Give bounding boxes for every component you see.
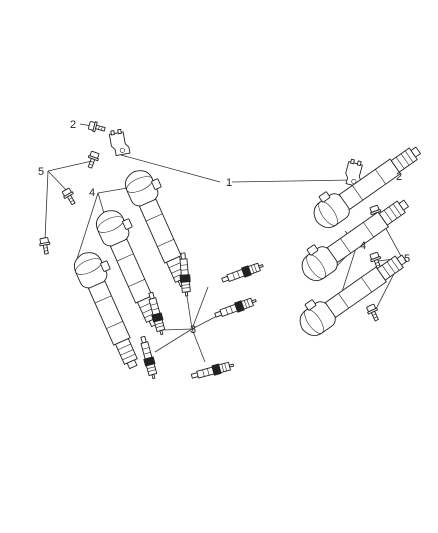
coil-bolt-left-2 xyxy=(60,186,79,207)
callout-2-left: 2 xyxy=(70,119,76,131)
callout-5-right: 5 xyxy=(404,253,410,265)
callout-1: 1 xyxy=(226,177,232,189)
spark-plug-4 xyxy=(213,295,259,321)
callout-4-right: 4 xyxy=(360,240,366,252)
bracket-bolt-left xyxy=(87,119,107,135)
callout-4-left: 4 xyxy=(89,187,95,199)
coil-bolt-left-3 xyxy=(38,236,52,256)
callout-5-left: 5 xyxy=(38,166,44,178)
callout-3: 3 xyxy=(190,324,196,336)
coil-bracket-left xyxy=(108,128,131,157)
ignition-coil-right-1 xyxy=(305,134,427,234)
spark-plug-6 xyxy=(190,359,236,382)
callout-2-right: 2 xyxy=(396,171,402,183)
spark-plug-2 xyxy=(220,260,266,286)
coil-bolt-right-3 xyxy=(365,303,382,323)
coil-bolt-left-1 xyxy=(84,150,101,170)
spark-plug-5 xyxy=(137,335,160,381)
